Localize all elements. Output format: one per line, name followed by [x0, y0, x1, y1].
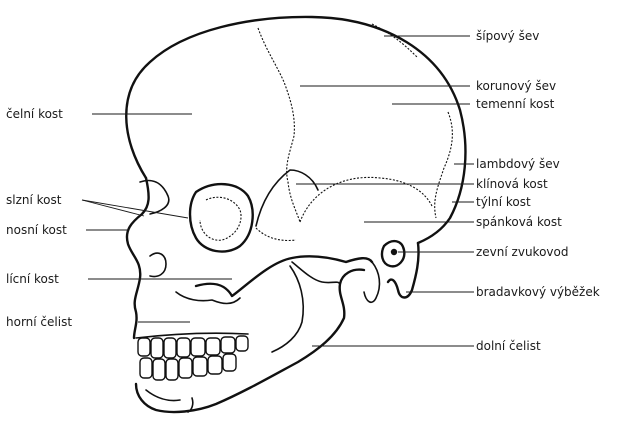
nasal-aperture: [150, 253, 166, 276]
label-temenni-kost: temenní kost: [476, 97, 555, 111]
label-spankova-kost: spánková kost: [476, 215, 562, 229]
label-klinova-kost: klínová kost: [476, 177, 548, 191]
label-bradavkovy-vybezek: bradavkový výběžek: [476, 285, 600, 299]
label-dolni-celist: dolní čelist: [476, 339, 541, 353]
coronoid-notch: [292, 262, 340, 284]
face-profile: [127, 178, 149, 338]
label-zevni-zvukovod: zevní zvukovod: [476, 245, 568, 259]
label-korunovy-sev: korunový šev: [476, 79, 556, 93]
label-horni-celist: horní čelist: [6, 315, 72, 329]
label-licni-kost: lícní kost: [6, 272, 59, 286]
label-lambdovy-sev: lambdový šev: [476, 157, 560, 171]
styloid-area: [364, 262, 379, 302]
leader-lines: [82, 36, 474, 346]
cranium-outline: [126, 17, 465, 243]
label-nosni-kost: nosní kost: [6, 223, 67, 237]
zygomatic-arch: [196, 256, 372, 296]
ear-canal-hole: [391, 249, 397, 255]
leader-slzni-kost-a: [82, 200, 188, 218]
label-celni-kost: čelní kost: [6, 107, 63, 121]
sphenoid-suture: [256, 228, 296, 241]
lambdoid-suture: [435, 112, 453, 218]
mandible-ramus: [272, 266, 303, 352]
orbit-inner: [200, 197, 241, 240]
label-tylni-kost: týlní kost: [476, 195, 531, 209]
orbit-outline: [190, 184, 253, 251]
label-sipovy-sev: šípový šev: [476, 29, 539, 43]
brow-ridge: [140, 181, 169, 214]
leader-slzni-kost-b: [82, 200, 144, 216]
label-slzni-kost: slzní kost: [6, 193, 62, 207]
coronal-suture: [258, 28, 300, 222]
chin-detail: [146, 390, 180, 401]
skull-drawing: [126, 17, 465, 412]
